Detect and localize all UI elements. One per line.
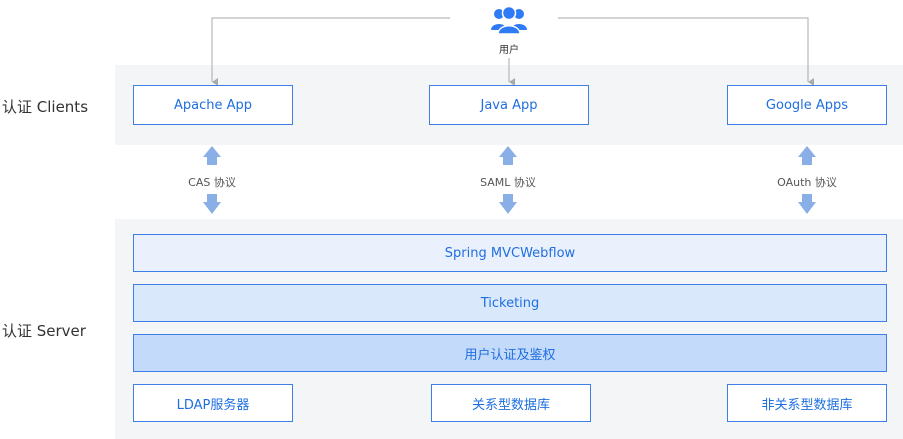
protocol-arrow-oauth (798, 146, 816, 214)
protocol-arrow-saml (499, 146, 517, 214)
server-layer-auth: 用户认证及鉴权 (133, 334, 887, 372)
connector-user-apache (211, 17, 450, 86)
server-layer-webflow: Spring MVCWebflow (133, 234, 887, 272)
protocol-label-cas: CAS 协议 (188, 176, 236, 189)
protocol-arrow-cas (203, 146, 221, 214)
storage-box-nosql-db: 非关系型数据库 (727, 384, 887, 422)
protocol-label-saml: SAML 协议 (480, 176, 536, 189)
protocol-label-oauth: OAuth 协议 (777, 176, 837, 189)
user-label: 用户 (499, 45, 519, 56)
client-box-apache: Apache App (133, 85, 293, 125)
server-layer-ticketing: Ticketing (133, 284, 887, 322)
storage-box-relational-db: 关系型数据库 (431, 384, 591, 422)
clients-label: 认证 Clients (2, 98, 89, 116)
connector-user-google (558, 17, 814, 86)
server-label: 认证 Server (2, 322, 86, 340)
storage-box-ldap: LDAP服务器 (133, 384, 293, 422)
client-box-google: Google Apps (727, 85, 887, 125)
users-icon (489, 4, 529, 36)
client-box-java: Java App (429, 85, 589, 125)
